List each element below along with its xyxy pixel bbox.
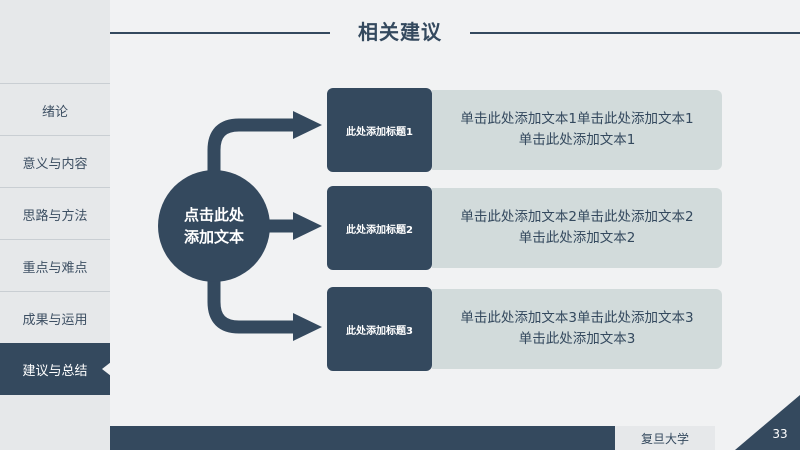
- sidebar: 绪论 意义与内容 思路与方法 重点与难点 成果与运用 建议与总结: [0, 0, 111, 450]
- item-text-line1: 单击此处添加文本3单击此处添加文本3: [460, 310, 694, 326]
- item-heading: 此处添加标题3: [346, 325, 413, 337]
- sidebar-item-results[interactable]: 成果与运用: [0, 291, 110, 344]
- arrow-head-middle: [293, 212, 322, 240]
- item-text-line2: 单击此处添加文本1: [518, 132, 636, 148]
- sidebar-item-intro[interactable]: 绪论: [0, 83, 110, 136]
- item-text-line2: 单击此处添加文本3: [518, 331, 636, 347]
- item-text-line2: 单击此处添加文本2: [518, 230, 636, 246]
- item-heading-box-2[interactable]: 此处添加标题2: [327, 186, 432, 270]
- connector-top: [207, 118, 296, 172]
- sidebar-item-label: 思路与方法: [22, 208, 88, 224]
- item-heading-box-3[interactable]: 此处添加标题3: [327, 287, 432, 371]
- center-circle[interactable]: 点击此处 添加文本: [158, 170, 270, 282]
- item-heading: 此处添加标题1: [346, 126, 413, 138]
- sidebar-item-label: 成果与运用: [22, 312, 88, 328]
- sidebar-item-label: 绪论: [41, 104, 68, 120]
- arrow-head-bottom: [293, 313, 322, 341]
- sidebar-item-suggestions[interactable]: 建议与总结: [0, 343, 111, 395]
- active-indicator-notch: [102, 362, 111, 376]
- sidebar-item-significance[interactable]: 意义与内容: [0, 135, 110, 188]
- item-description-3[interactable]: 单击此处添加文本3单击此处添加文本3 单击此处添加文本3: [432, 289, 722, 369]
- center-text-line2: 添加文本: [183, 228, 244, 246]
- item-heading: 此处添加标题2: [346, 224, 413, 236]
- sidebar-item-label: 建议与总结: [22, 363, 88, 379]
- sidebar-item-label: 重点与难点: [22, 260, 88, 276]
- page-title: 相关建议: [358, 20, 442, 44]
- footer-corner-decoration: [735, 395, 800, 450]
- sidebar-item-label: 意义与内容: [22, 156, 88, 172]
- page-number: 33: [772, 427, 788, 441]
- title-rule-right: [470, 32, 800, 34]
- item-text-line1: 单击此处添加文本2单击此处添加文本2: [460, 209, 694, 225]
- center-text-line1: 点击此处: [183, 206, 244, 224]
- title-rule-left: [110, 32, 330, 34]
- footer-school-name: 复旦大学: [615, 426, 715, 450]
- arrow-head-top: [293, 111, 322, 139]
- sidebar-item-key-points[interactable]: 重点与难点: [0, 239, 110, 292]
- footer-bar: [110, 426, 615, 450]
- item-description-2[interactable]: 单击此处添加文本2单击此处添加文本2 单击此处添加文本2: [432, 188, 722, 268]
- item-description-1[interactable]: 单击此处添加文本1单击此处添加文本1 单击此处添加文本1: [432, 90, 722, 170]
- sidebar-item-approach[interactable]: 思路与方法: [0, 187, 110, 240]
- item-heading-box-1[interactable]: 此处添加标题1: [327, 88, 432, 172]
- connector-bottom: [207, 280, 296, 334]
- item-text-line1: 单击此处添加文本1单击此处添加文本1: [460, 111, 694, 127]
